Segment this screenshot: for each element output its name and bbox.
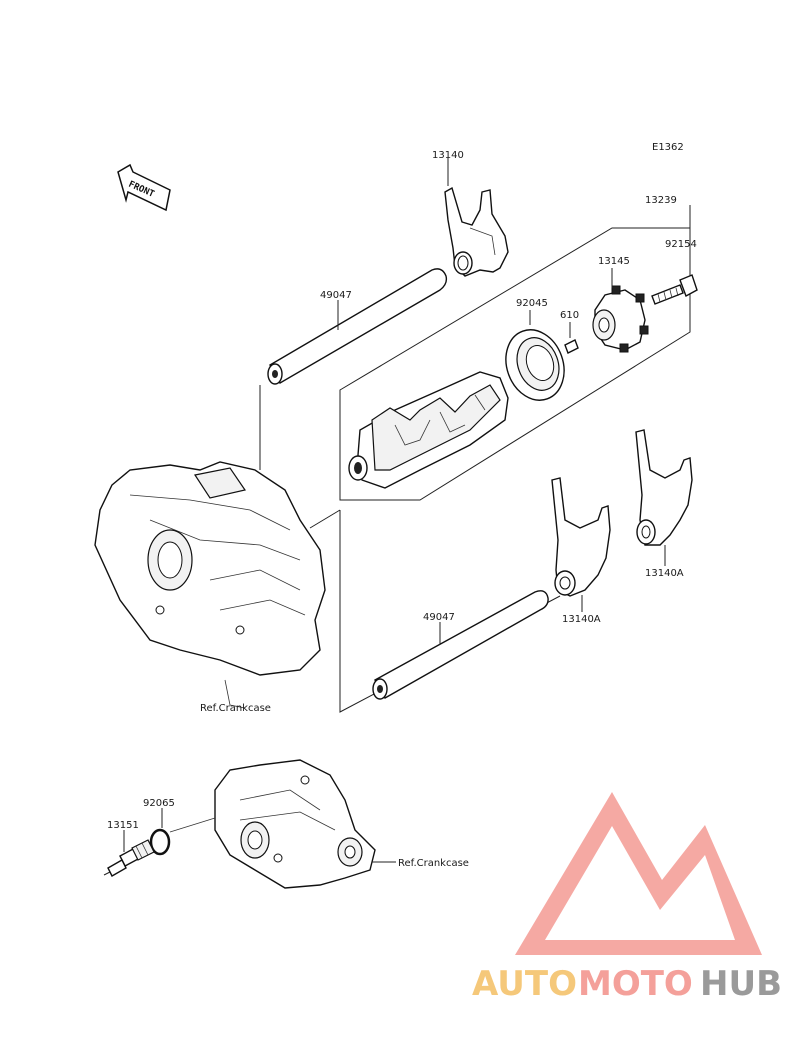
label-49047-upper: 49047 bbox=[320, 290, 352, 301]
diagram-code: E1362 bbox=[652, 142, 684, 153]
shift-fork-13140A-right bbox=[635, 429, 693, 566]
label-13145: 13145 bbox=[598, 256, 630, 267]
watermark-auto: AUTO bbox=[472, 964, 577, 1004]
label-49047-lower: 49047 bbox=[423, 612, 455, 623]
drum-holder-13145 bbox=[592, 268, 649, 353]
shift-rod-lower bbox=[372, 590, 549, 700]
drum-assembly-frame bbox=[339, 227, 691, 501]
shift-fork-13140A-mid bbox=[551, 477, 611, 612]
ref-crankcase-lower: Ref.Crankcase bbox=[398, 858, 469, 869]
label-13140A-right: 13140A bbox=[645, 568, 684, 579]
crankcase-lower bbox=[169, 759, 396, 889]
shift-fork-13140 bbox=[444, 158, 509, 277]
label-92045: 92045 bbox=[516, 298, 548, 309]
shift-drum bbox=[348, 371, 509, 489]
label-92154: 92154 bbox=[665, 239, 697, 250]
switch-13151 bbox=[103, 830, 155, 877]
watermark-moto: MOTO bbox=[578, 964, 693, 1004]
label-610: 610 bbox=[560, 310, 579, 321]
shift-rod-upper bbox=[267, 268, 448, 385]
watermark-hub: HUB bbox=[700, 964, 782, 1004]
label-92065: 92065 bbox=[143, 798, 175, 809]
label-13140A-mid: 13140A bbox=[562, 614, 601, 625]
pin-610 bbox=[564, 322, 579, 354]
watermark-logo bbox=[515, 792, 762, 955]
watermark-text: AUTO MOTO HUB bbox=[472, 964, 782, 1004]
front-arrow-icon: FRONT bbox=[117, 163, 171, 212]
bolt-92154 bbox=[651, 248, 698, 305]
label-13239: 13239 bbox=[645, 195, 677, 206]
washer-92065 bbox=[149, 808, 171, 856]
label-13140: 13140 bbox=[432, 150, 464, 161]
label-13151: 13151 bbox=[107, 820, 139, 831]
bearing-92045 bbox=[505, 310, 565, 401]
ref-crankcase-upper: Ref.Crankcase bbox=[200, 703, 271, 714]
crankcase-upper bbox=[94, 461, 326, 709]
